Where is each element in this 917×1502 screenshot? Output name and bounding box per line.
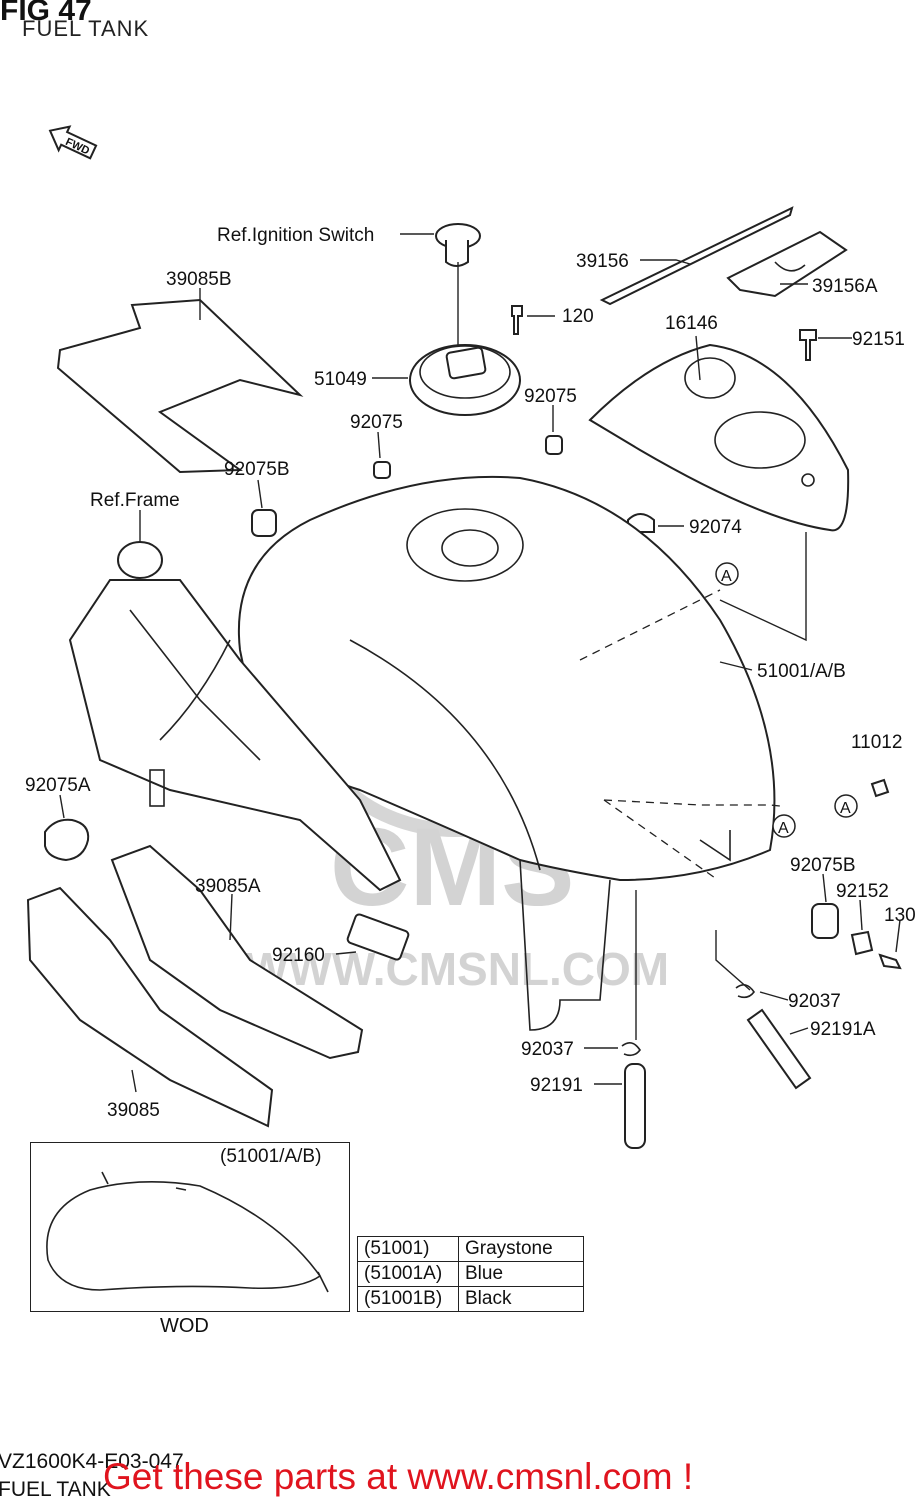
clip-92037-right bbox=[735, 984, 755, 999]
ignition-switch-cap bbox=[435, 223, 481, 267]
clip-92037-left bbox=[621, 1042, 641, 1057]
table-cell-part: (51001A) bbox=[357, 1261, 459, 1287]
svg-text:A: A bbox=[721, 568, 732, 585]
callout-11012: 11012 bbox=[851, 732, 902, 753]
hose-92191 bbox=[624, 1063, 646, 1149]
callout-92075b: 92075B bbox=[224, 459, 290, 480]
table-row: (51001B) Black bbox=[357, 1286, 584, 1312]
callout-92075a: 92075A bbox=[25, 775, 91, 796]
promo-link-text[interactable]: Get these parts at www.cmsnl.com ! bbox=[103, 1456, 694, 1497]
callout-92152: 92152 bbox=[836, 881, 889, 902]
callout-39085a: 39085A bbox=[195, 876, 261, 897]
callout-ref-frame: Ref.Frame bbox=[90, 490, 180, 511]
figure-subtitle: FUEL TANK bbox=[22, 16, 150, 41]
callout-92074: 92074 bbox=[689, 517, 742, 538]
bolt-92151 bbox=[799, 329, 817, 361]
callout-39085: 39085 bbox=[107, 1100, 160, 1121]
watermark-url: WWW.CMSNL.COM bbox=[245, 943, 669, 995]
washer-92152 bbox=[850, 930, 874, 956]
figure-title: FIG 47 bbox=[0, 0, 92, 27]
part-92160 bbox=[346, 913, 410, 961]
grommet-92075b-right bbox=[811, 903, 839, 939]
table-cell-color: Black bbox=[458, 1286, 584, 1312]
callout-39085b: 39085B bbox=[166, 269, 232, 290]
instrument-panel-16146 bbox=[588, 343, 850, 532]
callout-51049: 51049 bbox=[314, 369, 367, 390]
inset-ref-label: (51001/A/B) bbox=[220, 1146, 322, 1167]
hose-92191a bbox=[746, 1008, 812, 1090]
callout-ref-ignition-switch: Ref.Ignition Switch bbox=[217, 225, 374, 246]
grommet-92075b bbox=[251, 509, 277, 537]
callout-92037-right: 92037 bbox=[788, 991, 841, 1012]
callout-16146: 16146 bbox=[665, 313, 718, 334]
pad-39085b bbox=[56, 298, 304, 474]
callout-92075-a: 92075 bbox=[350, 412, 403, 433]
callout-39156a: 39156A bbox=[812, 276, 878, 297]
callout-39156: 39156 bbox=[576, 251, 629, 272]
bolt-130 bbox=[878, 953, 902, 970]
callout-92075b-right: 92075B bbox=[790, 855, 856, 876]
fitting-11012 bbox=[870, 778, 890, 798]
grommet-92075-right bbox=[545, 435, 563, 455]
table-row: (51001) Graystone bbox=[357, 1236, 584, 1262]
callout-labels: Ref.Ignition Switch 39156 39156A 39085B … bbox=[25, 225, 916, 1121]
color-variant-table: (51001) Graystone (51001A) Blue (51001B)… bbox=[357, 1236, 584, 1312]
inset-wod-label: WOD bbox=[160, 1315, 209, 1337]
callout-92037-left: 92037 bbox=[521, 1039, 574, 1060]
strip-39156 bbox=[599, 206, 794, 306]
table-cell-part: (51001B) bbox=[357, 1286, 459, 1312]
bushing-92075a bbox=[44, 818, 90, 862]
callout-120: 120 bbox=[562, 306, 594, 327]
fuel-tank-51001 bbox=[237, 475, 776, 1031]
table-cell-color: Graystone bbox=[458, 1236, 584, 1262]
callout-130: 130 bbox=[884, 905, 916, 926]
wod-inset-box bbox=[30, 1142, 350, 1312]
inset-tank-outline bbox=[46, 1171, 329, 1293]
side-cover-39085 bbox=[26, 886, 274, 1128]
svg-text:A: A bbox=[840, 800, 851, 817]
side-cover-39085a bbox=[110, 844, 364, 1060]
callout-92191a: 92191A bbox=[810, 1019, 876, 1040]
ref-marker-a-3: A bbox=[772, 814, 796, 838]
callout-92151: 92151 bbox=[852, 329, 905, 350]
fwd-label: FWD bbox=[63, 136, 91, 157]
leader-lines bbox=[59, 233, 901, 1093]
fwd-arrow-icon: FWD bbox=[48, 125, 98, 160]
callout-92160: 92160 bbox=[272, 945, 325, 966]
callout-92191: 92191 bbox=[530, 1075, 583, 1096]
table-cell-part: (51001) bbox=[357, 1236, 459, 1262]
ref-marker-a-1: A bbox=[715, 562, 739, 586]
callout-92075-b: 92075 bbox=[524, 386, 577, 407]
table-cell-color: Blue bbox=[458, 1261, 584, 1287]
cover-51049 bbox=[409, 344, 521, 416]
bolt-120 bbox=[511, 305, 523, 335]
figure-footer-caption: FUEL TANK bbox=[0, 1478, 111, 1501]
grommet-92075-left bbox=[373, 461, 391, 479]
table-row: (51001A) Blue bbox=[357, 1261, 584, 1287]
ref-marker-a-2: A bbox=[834, 794, 858, 818]
plate-39156a bbox=[726, 230, 848, 298]
figure-code: VZ1600K4-E03-047 bbox=[0, 1450, 184, 1473]
svg-text:A: A bbox=[778, 820, 789, 837]
callout-51001ab: 51001/A/B bbox=[757, 661, 846, 682]
